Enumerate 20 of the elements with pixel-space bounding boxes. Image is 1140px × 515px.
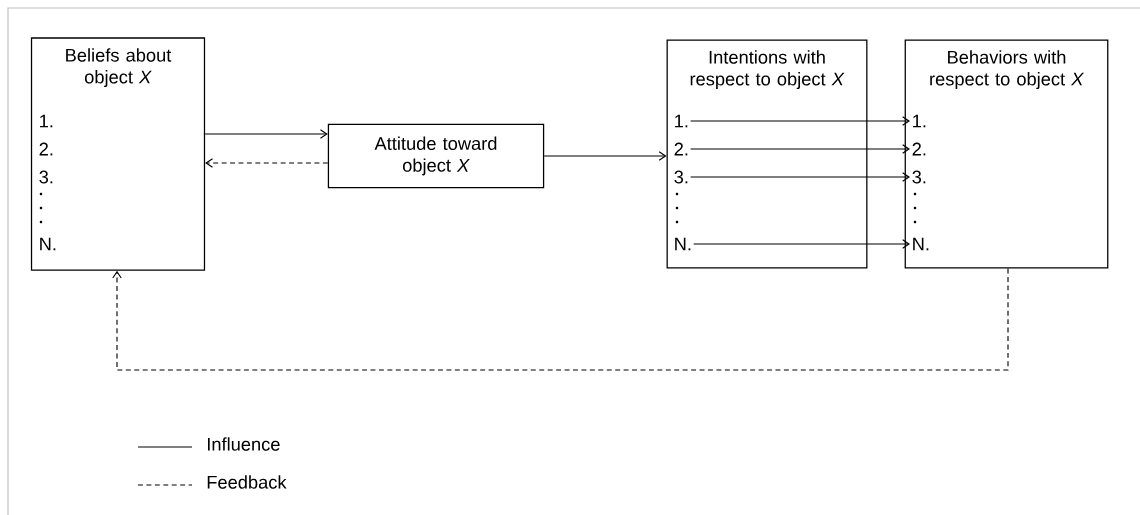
list-item: 2. <box>674 142 688 156</box>
arrow <box>690 116 910 126</box>
arrow <box>693 239 910 249</box>
legend-label: Feedback <box>207 475 287 489</box>
list-item: 3. <box>674 170 688 184</box>
list-item: N. <box>913 237 929 251</box>
list-item: 1. <box>675 114 688 128</box>
list-item: 1. <box>913 114 926 128</box>
arrow <box>690 144 910 154</box>
list-item: N. <box>675 237 691 251</box>
list-item: 2. <box>912 142 926 156</box>
arrow <box>690 172 910 182</box>
process-box: Attitude toward object X <box>327 123 545 189</box>
arrow <box>543 151 667 161</box>
arrow <box>204 129 328 139</box>
legend-label: Influence <box>208 437 280 451</box>
arrow <box>205 158 329 168</box>
list-item: 3. <box>912 170 926 184</box>
arrow <box>112 268 1009 371</box>
list-box: Beliefs about object X 1. 2. 3. N. <box>30 37 206 271</box>
